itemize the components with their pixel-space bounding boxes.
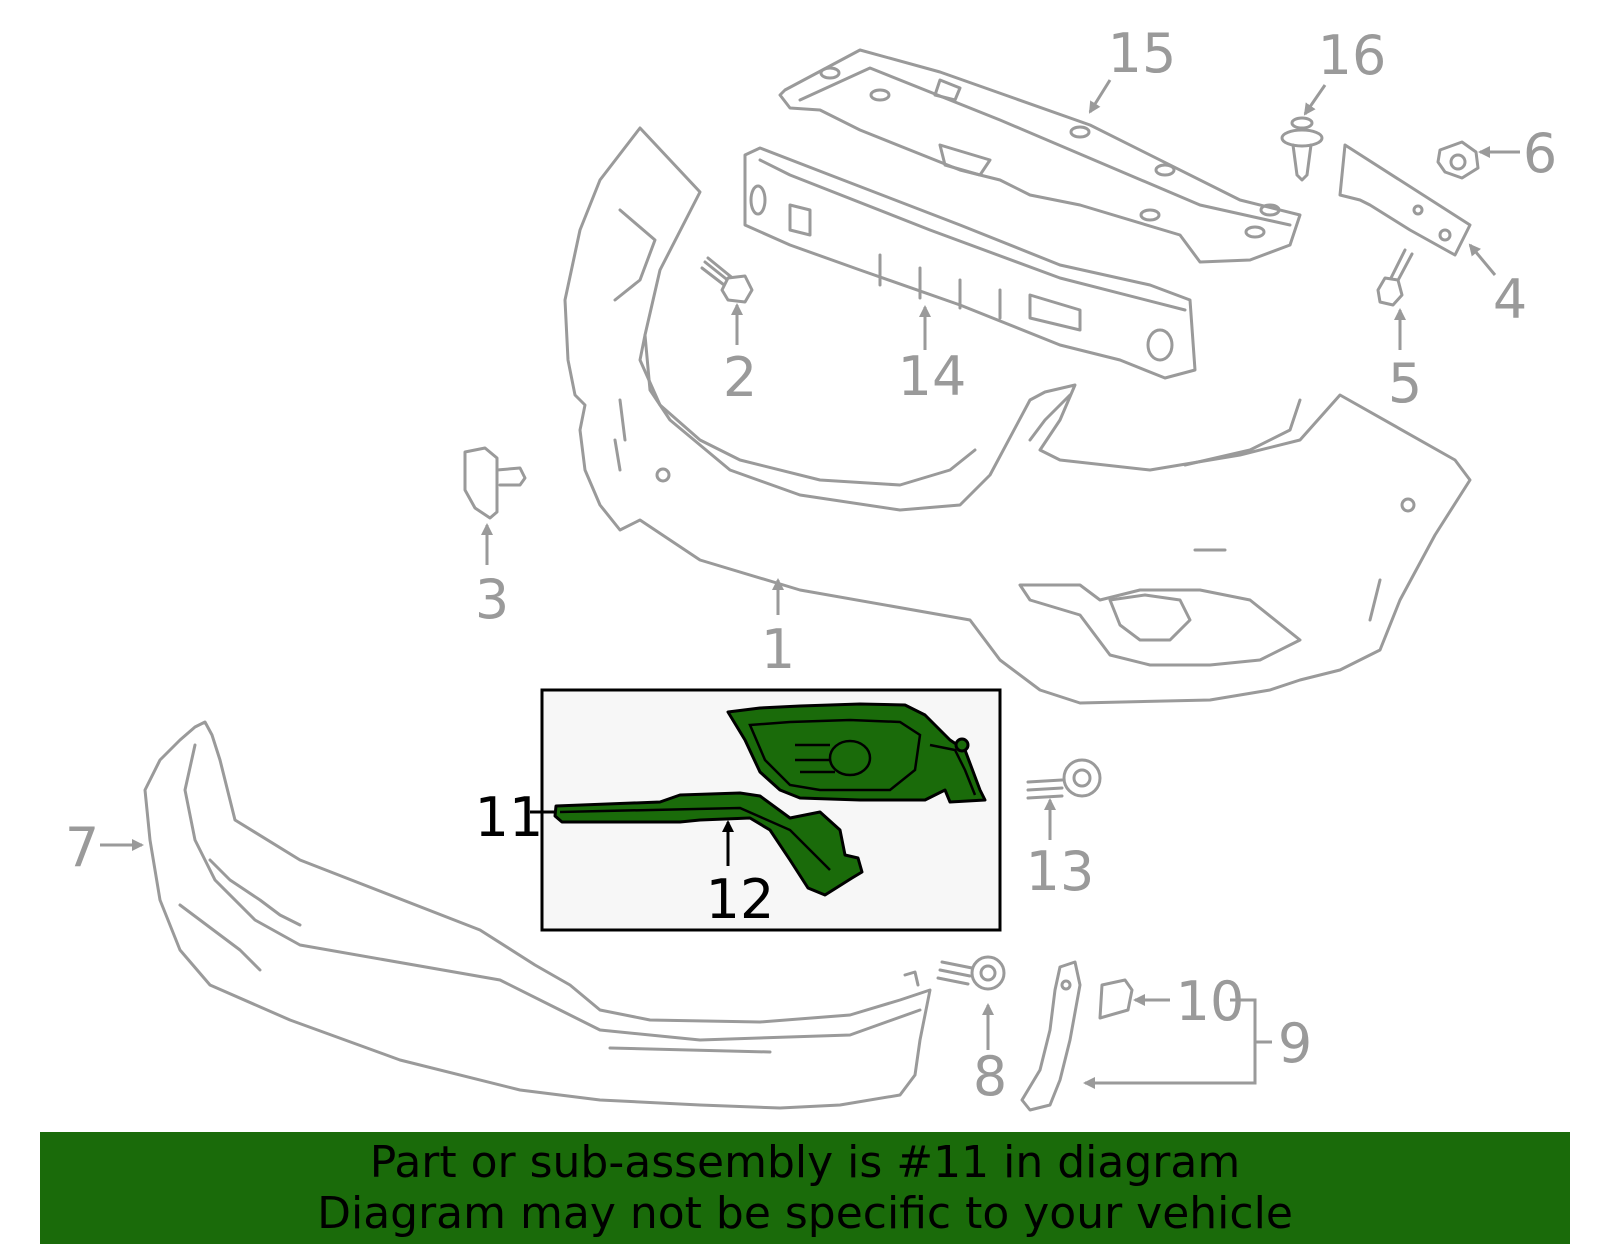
part-7-lower-valance[interactable] <box>143 720 932 1110</box>
callout-15: 15 <box>1108 22 1177 85</box>
part-16-push-pin[interactable] <box>1280 116 1324 182</box>
highlight-inset <box>540 688 1002 932</box>
callout-12: 12 <box>706 868 775 931</box>
callout-4: 4 <box>1493 268 1527 331</box>
part-2-bolt[interactable] <box>700 256 754 304</box>
footer-banner: Part or sub-assembly is #11 in diagram D… <box>40 1132 1570 1244</box>
callout-2: 2 <box>723 346 757 409</box>
footer-line-1: Part or sub-assembly is #11 in diagram <box>369 1137 1241 1188</box>
part-12-bracket[interactable] <box>553 791 864 897</box>
callout-8: 8 <box>973 1045 1007 1108</box>
callout-7: 7 <box>65 816 99 879</box>
part-14-absorber[interactable] <box>743 146 1197 380</box>
callout-3: 3 <box>475 568 509 631</box>
part-11-fog-lamp-bezel[interactable] <box>726 702 987 804</box>
part-4-bracket[interactable] <box>1338 143 1472 257</box>
callout-5: 5 <box>1388 352 1422 415</box>
callout-arrows <box>100 79 1520 1089</box>
part-13-bolt[interactable] <box>1026 758 1102 800</box>
callout-16: 16 <box>1318 24 1387 87</box>
footer-line-2: Diagram may not be specific to your vehi… <box>317 1188 1293 1239</box>
callout-labels: 1 2 3 4 5 6 7 8 9 10 11 12 13 14 15 16 <box>65 22 1557 1108</box>
callout-9: 9 <box>1278 1012 1312 1075</box>
part-1-bumper-cover[interactable] <box>563 126 1472 705</box>
part-3-clip[interactable] <box>463 446 527 520</box>
callout-14: 14 <box>898 345 967 408</box>
part-5-bolt[interactable] <box>1376 248 1414 307</box>
part-9-bracket[interactable] <box>1020 960 1082 1112</box>
callout-6: 6 <box>1523 122 1557 185</box>
callout-10: 10 <box>1176 970 1245 1033</box>
part-10-clip[interactable] <box>1098 978 1134 1020</box>
part-6-nut[interactable] <box>1436 140 1480 180</box>
callout-11: 11 <box>475 786 544 849</box>
part-8-bolt[interactable] <box>936 955 1006 991</box>
part-15-upper-support[interactable] <box>778 48 1302 264</box>
callout-1: 1 <box>761 618 795 681</box>
callout-13: 13 <box>1026 840 1095 903</box>
